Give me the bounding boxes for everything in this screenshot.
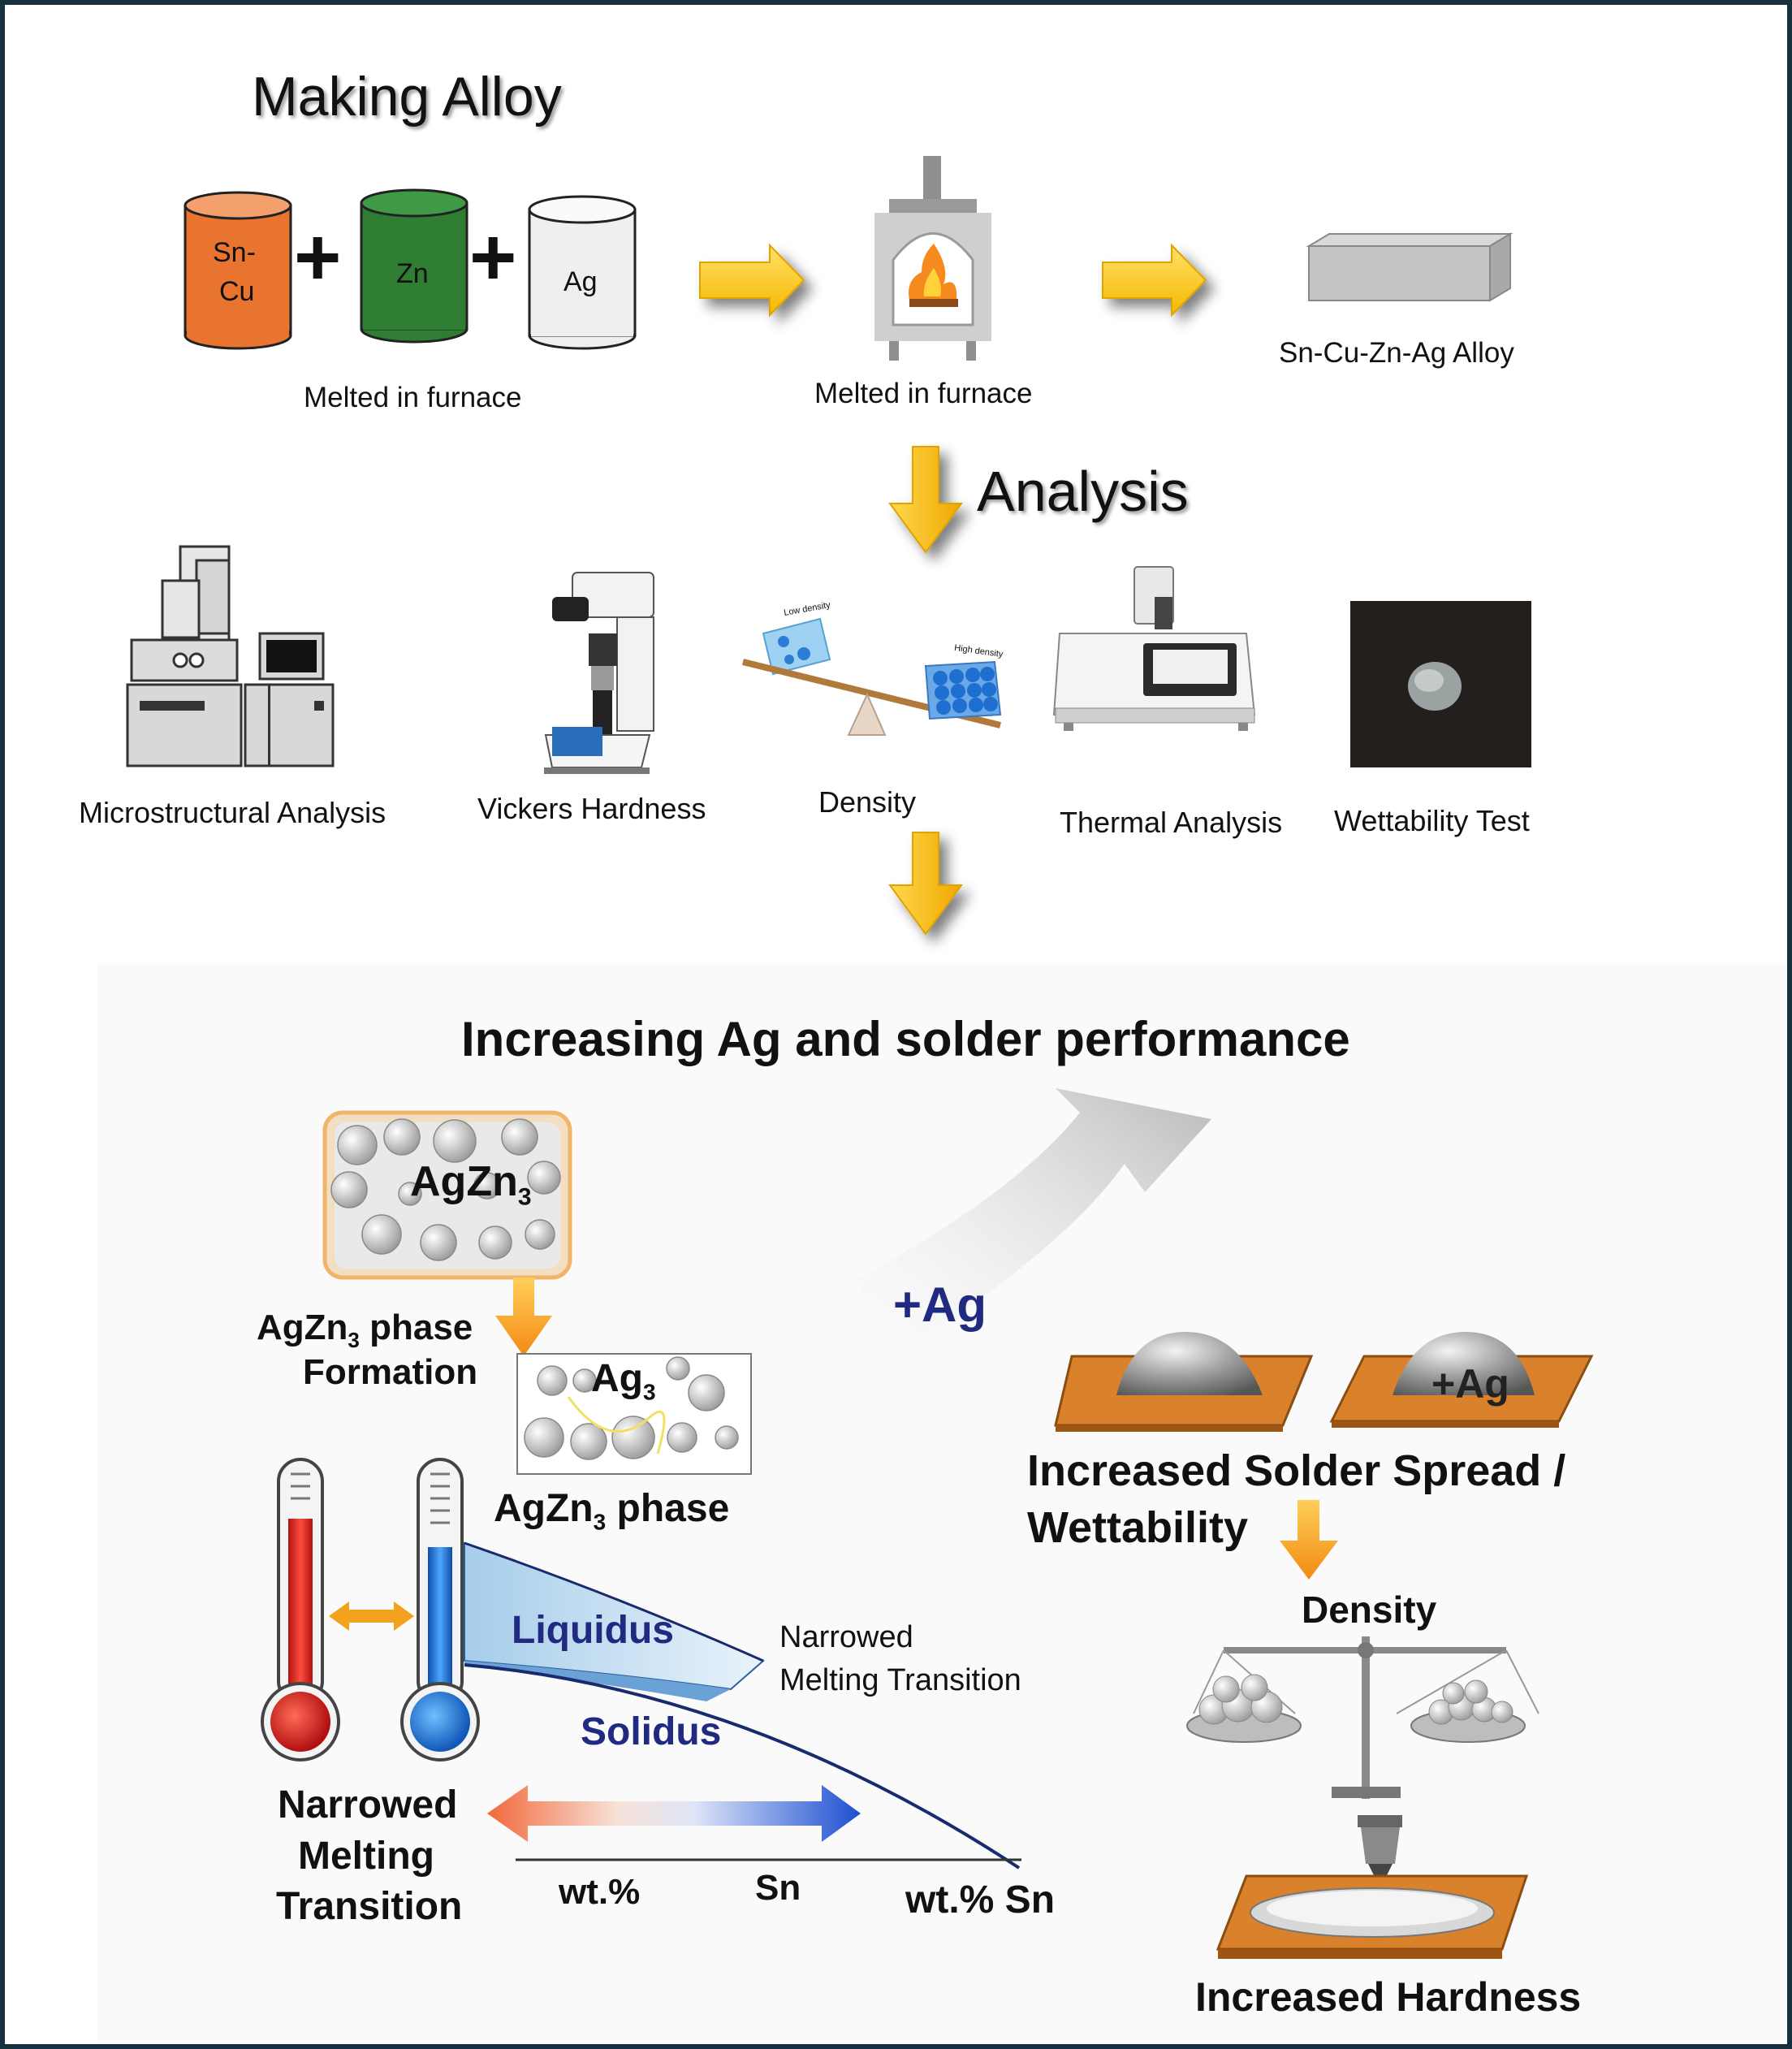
furnace-icon [874, 156, 991, 361]
phase-formation-label-1: AgZn3 phase [257, 1308, 473, 1353]
caption-alloy: Sn-Cu-Zn-Ag Alloy [1279, 337, 1514, 369]
axis-sn-label: Sn [755, 1868, 801, 1908]
ag3-box-sub: 3 [642, 1379, 656, 1405]
agzn3-box-sub: 3 [517, 1183, 532, 1211]
caption-melt-2: Melted in furnace [814, 378, 1033, 409]
cyl-sncu-label-1: Sn- [213, 237, 256, 268]
phase-formation-label-2: Formation [303, 1352, 478, 1392]
vickers-tester-icon [544, 572, 654, 774]
spread-label-2: Wettability [1027, 1503, 1249, 1552]
analysis-vickers: Vickers Hardness [477, 792, 706, 825]
plus-sign-1: + [294, 212, 342, 303]
phase-formation-sub: 3 [348, 1327, 360, 1352]
phase-formation-text: AgZn [257, 1308, 348, 1347]
agzn3-phase-text: AgZn [494, 1487, 594, 1530]
making-alloy-title: Making Alloy [252, 66, 562, 128]
narrowed-left-label-2: Melting [298, 1835, 434, 1878]
axis-wtsn-label: wt.% Sn [905, 1878, 1056, 1921]
narrowed-left-label-3: Transition [276, 1885, 463, 1928]
solder-pad-2 [1329, 1332, 1594, 1428]
blue-thermometer-icon [400, 1458, 480, 1762]
solidus-label: Solidus [581, 1710, 722, 1753]
agzn3-phase-sub: 3 [593, 1509, 607, 1535]
agzn3-box [322, 1110, 572, 1280]
arrow-to-furnace [699, 243, 805, 318]
phase-formation-rest: phase [359, 1308, 473, 1347]
spread-label-1: Increased Solder Spread / [1027, 1446, 1566, 1495]
analysis-microstructural: Microstructural Analysis [79, 796, 386, 829]
narrowed-right-label-1: Narrowed [779, 1620, 913, 1654]
analysis-density: Density [818, 785, 917, 819]
phase-diagram [464, 1541, 1021, 1870]
ag-increase-arrow [857, 1088, 1211, 1360]
caption-melt-1: Melted in furnace [304, 382, 522, 413]
making-alloy-graphics [126, 156, 1531, 936]
sncu-cylinder [184, 191, 292, 350]
ag-cylinder [528, 195, 637, 350]
density-seesaw-icon [742, 617, 1002, 736]
ag3-box-text: Ag [591, 1357, 643, 1400]
density-label: Density [1302, 1589, 1437, 1631]
analysis-wettability: Wettability Test [1334, 804, 1530, 837]
alloy-bar [1306, 232, 1513, 302]
performance-title: Increasing Ag and solder performance [461, 1012, 1350, 1066]
range-double-arrow [487, 1785, 861, 1842]
density-arrow [1280, 1500, 1338, 1580]
agzn3-box-text: AgZn [410, 1158, 518, 1205]
sem-instrument-icon [126, 545, 335, 767]
cyl-sncu-label-2: Cu [219, 276, 255, 307]
ag3-box [516, 1353, 752, 1475]
balance-scale-icon [1186, 1636, 1539, 1799]
narrowed-right-label-2: Melting Transition [779, 1663, 1021, 1697]
ag3-box-label: Ag3 [591, 1356, 656, 1406]
cyl-zn-label: Zn [396, 258, 429, 289]
pad-plus-ag-label: +Ag [1431, 1361, 1509, 1407]
agzn3-phase-label: AgZn3 phase [494, 1486, 729, 1536]
narrowed-left-label-1: Narrowed [278, 1783, 458, 1826]
analysis-thermal: Thermal Analysis [1060, 806, 1283, 839]
red-thermometer-icon [261, 1458, 340, 1762]
arrow-to-alloy [1102, 243, 1207, 318]
plus-ag-label: +Ag [893, 1277, 987, 1332]
thermometer-double-arrow [329, 1602, 414, 1631]
axis-wt-label: wt.% [559, 1872, 641, 1912]
arrow-down-analysis [888, 446, 963, 554]
thermal-analyzer-icon [1052, 566, 1256, 731]
wettability-photo [1350, 601, 1531, 767]
solder-pad-1 [1054, 1332, 1314, 1432]
arrow-down-performance [888, 832, 963, 936]
agzn3-box-label: AgZn3 [410, 1157, 532, 1211]
zn-cylinder [360, 188, 469, 344]
agzn3-phase-rest: phase [606, 1487, 730, 1530]
liquidus-label: Liquidus [512, 1609, 674, 1652]
analysis-title: Analysis [977, 460, 1189, 523]
phase-formation-arrow [495, 1277, 552, 1356]
cyl-ag-label: Ag [564, 266, 598, 297]
hardness-label: Increased Hardness [1195, 1974, 1582, 2020]
hardness-indenter-icon [1216, 1815, 1529, 1959]
plus-sign-2: + [469, 212, 517, 303]
